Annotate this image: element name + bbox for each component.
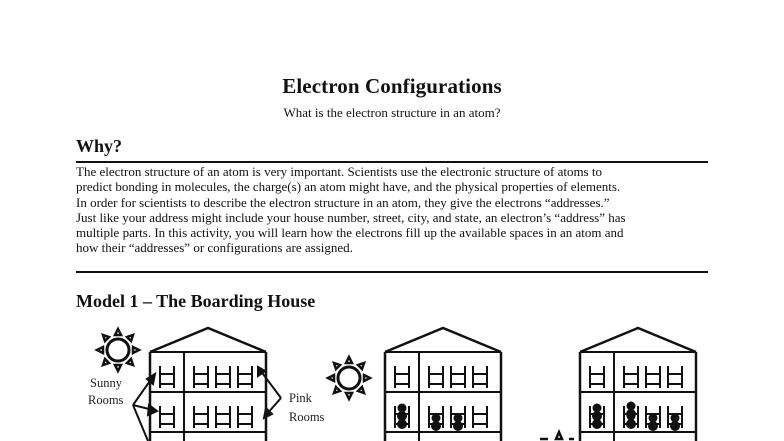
page-title: Electron Configurations [282,74,502,98]
why-heading: Why? [76,136,123,156]
why-line: The electron structure of an atom is ver… [76,164,602,179]
why-line: In order for scientists to describe the … [76,194,610,210]
model1-heading: Model 1 – The Boarding House [76,291,316,311]
why-top-rule [76,161,708,163]
why-line: how their “addresses” or configurations … [76,240,353,256]
why-paragraph: The electron structure of an atom is ver… [76,164,716,256]
why-line: predict bonding in molecules, the charge… [76,179,621,195]
page-subtitle: What is the electron structure in an ato… [283,105,501,120]
pink-rooms-label: Pink [289,391,313,405]
why-bottom-rule [76,271,708,273]
sun-icon [95,327,141,373]
svg-text:Rooms: Rooms [289,410,325,424]
sun-icon [326,355,372,401]
why-line: multiple parts. In this activity, you wi… [76,225,624,241]
why-line: Just like your address might include you… [76,209,626,225]
sunny-rooms-label: Sunny [90,376,123,390]
svg-text:Rooms: Rooms [88,393,124,407]
